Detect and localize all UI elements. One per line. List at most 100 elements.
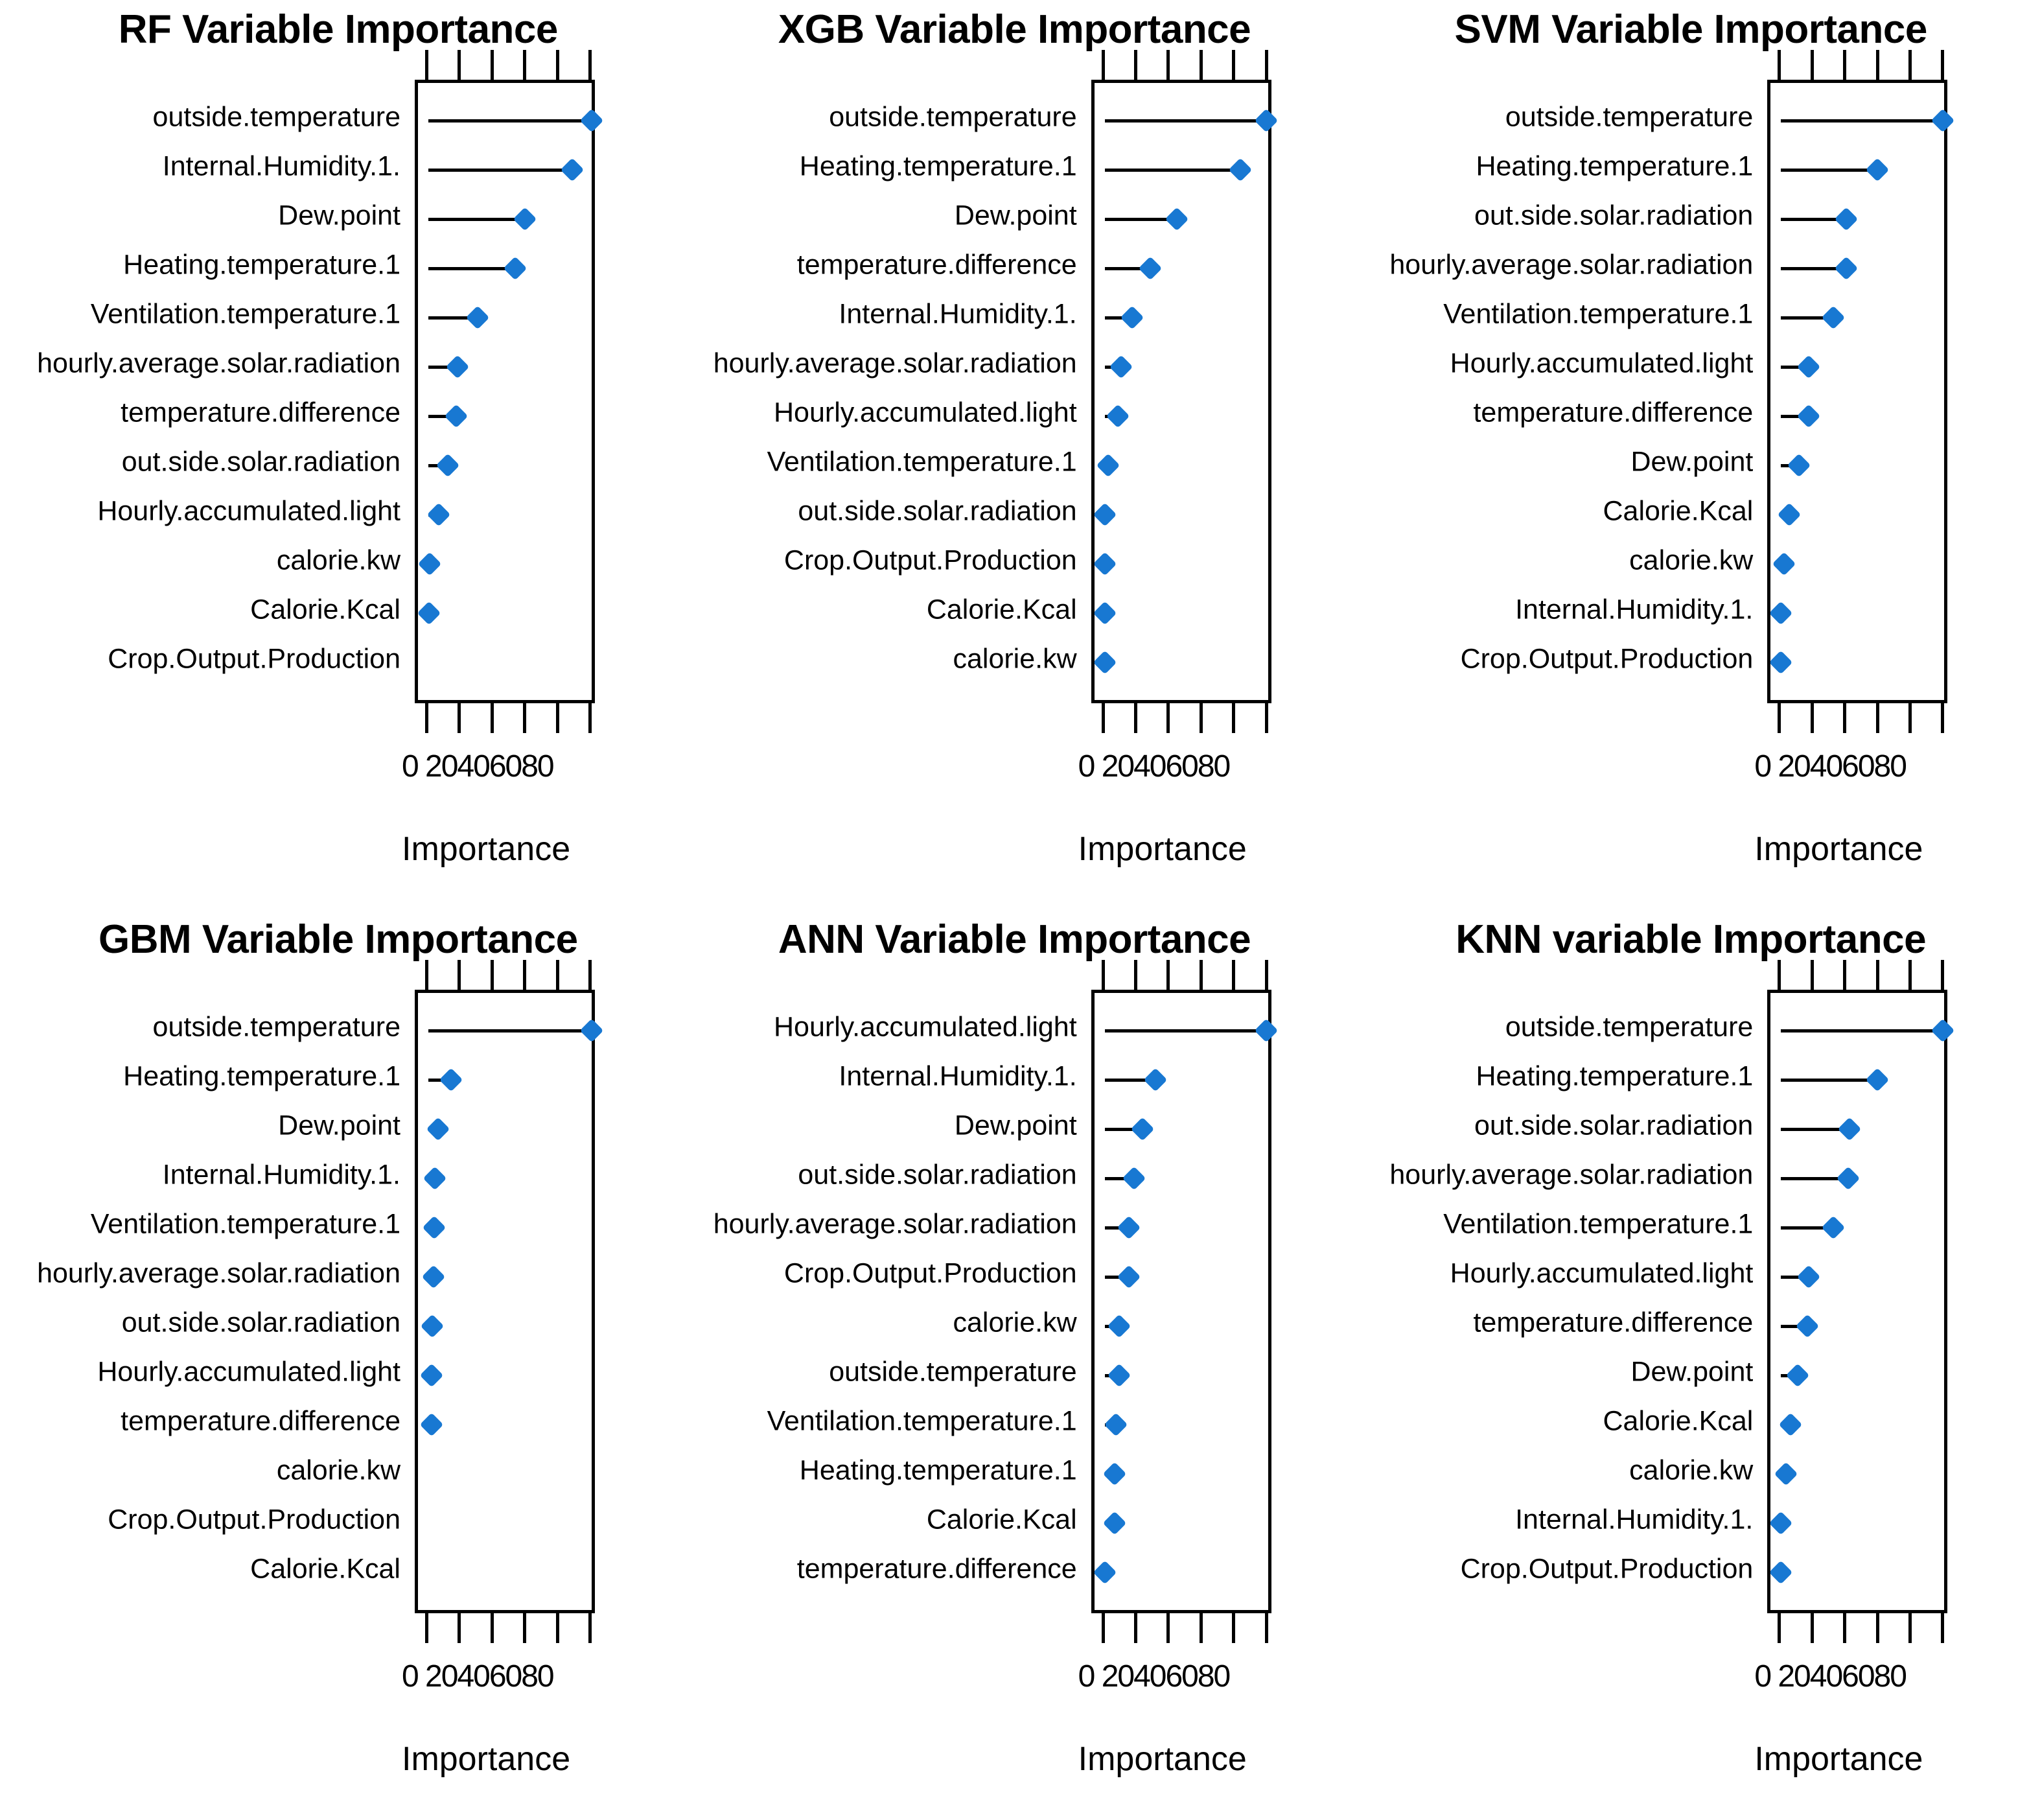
category-label: Crop.Output.Production xyxy=(1460,643,1754,675)
chart-title: SVM Variable Importance xyxy=(1454,7,1927,52)
data-point xyxy=(1102,1462,1127,1486)
data-stem xyxy=(1104,1177,1135,1180)
category-label: Calorie.Kcal xyxy=(1603,1405,1754,1437)
category-label: out.side.solar.radiation xyxy=(798,495,1077,527)
category-label: Hourly.accumulated.light xyxy=(774,1011,1077,1043)
data-point xyxy=(1093,601,1117,625)
category-label: hourly.average.solar.radiation xyxy=(37,1257,400,1289)
axis-ticks-top xyxy=(1767,960,1947,991)
category-label: Ventilation.temperature.1 xyxy=(1443,298,1754,330)
axis-tick xyxy=(555,960,559,990)
axis-ticks-top xyxy=(1767,50,1947,81)
data-stem xyxy=(1104,169,1240,172)
data-point xyxy=(1930,1018,1955,1043)
category-label: calorie.kw xyxy=(276,544,400,576)
axis-tick-labels: 0 20406080 xyxy=(1078,749,1231,784)
chart-title: XGB Variable Importance xyxy=(778,7,1251,52)
axis-tick xyxy=(1199,50,1203,80)
axis-tick xyxy=(1810,1613,1814,1643)
data-point xyxy=(1107,1314,1131,1338)
data-point xyxy=(579,1018,604,1043)
data-point xyxy=(1777,502,1802,527)
data-point xyxy=(465,305,489,330)
axis-tick xyxy=(490,960,494,990)
data-point xyxy=(1768,601,1793,625)
data-point xyxy=(579,108,604,133)
axis-tick xyxy=(1101,1613,1105,1643)
data-point xyxy=(560,158,585,182)
chart-title: KNN variable Importance xyxy=(1455,917,1927,962)
axis-tick xyxy=(1134,960,1138,990)
data-point xyxy=(1772,552,1796,576)
axis-tick xyxy=(458,50,461,80)
data-point xyxy=(1109,355,1133,379)
category-label: outside.temperature xyxy=(1505,101,1754,133)
data-stem xyxy=(1781,218,1847,221)
category-label: Ventilation.temperature.1 xyxy=(90,298,400,330)
data-point xyxy=(1093,1560,1117,1585)
axis-tick xyxy=(1843,1613,1847,1643)
x-axis-label: Importance xyxy=(1078,830,1247,868)
category-label: Calorie.Kcal xyxy=(926,1504,1077,1535)
axis-tick xyxy=(1232,1613,1236,1643)
data-stem xyxy=(1781,415,1809,418)
data-stem xyxy=(1781,1029,1943,1032)
axis-tick xyxy=(1232,960,1236,990)
axis-tick xyxy=(1941,960,1945,990)
plot-box xyxy=(1091,990,1279,1613)
axis-tick xyxy=(458,703,461,733)
data-stem xyxy=(1781,1325,1807,1328)
axis-tick xyxy=(1101,960,1105,990)
data-point xyxy=(417,601,441,625)
axis-tick xyxy=(588,1613,592,1643)
x-axis-label: Importance xyxy=(1754,1740,1923,1778)
axis-tick xyxy=(1264,50,1268,80)
axis-ticks-top xyxy=(415,50,595,81)
data-point xyxy=(417,552,442,576)
data-point xyxy=(1093,552,1117,576)
data-point xyxy=(426,1117,450,1141)
category-label: Ventilation.temperature.1 xyxy=(90,1208,400,1240)
axis-tick xyxy=(1908,50,1912,80)
data-point xyxy=(422,1215,446,1240)
data-stem xyxy=(1104,1226,1130,1230)
data-point xyxy=(1122,1166,1146,1191)
category-label: Crop.Output.Production xyxy=(1460,1553,1754,1585)
data-stem xyxy=(1781,1128,1850,1131)
data-point xyxy=(1130,1117,1154,1141)
data-stem xyxy=(1104,1029,1267,1032)
category-label: temperature.difference xyxy=(121,1405,400,1437)
data-point xyxy=(435,453,460,478)
category-label: Dew.point xyxy=(954,1110,1077,1141)
data-point xyxy=(1117,1265,1141,1289)
data-point xyxy=(444,404,469,428)
data-point xyxy=(445,355,470,379)
category-label: temperature.difference xyxy=(796,249,1077,281)
data-stem xyxy=(428,1029,592,1032)
data-stem xyxy=(1104,267,1151,270)
axis-tick xyxy=(1843,50,1847,80)
axis-tick xyxy=(1810,703,1814,733)
data-point xyxy=(1768,650,1793,675)
data-stem xyxy=(1104,1079,1155,1082)
axis-tick xyxy=(555,50,559,80)
axis-tick xyxy=(1166,50,1170,80)
axis-ticks-top xyxy=(1091,960,1271,991)
axis-tick xyxy=(1941,50,1945,80)
axis-tick xyxy=(1264,1613,1268,1643)
data-point xyxy=(1096,453,1120,478)
data-point xyxy=(1254,1018,1279,1043)
data-point xyxy=(1787,453,1811,478)
axis-tick xyxy=(425,1613,428,1643)
data-point xyxy=(1117,1215,1141,1240)
data-point xyxy=(420,1314,445,1338)
axis-tick xyxy=(523,960,527,990)
category-label: hourly.average.solar.radiation xyxy=(713,1208,1077,1240)
category-label: Calorie.Kcal xyxy=(1603,495,1754,527)
category-label: out.side.solar.radiation xyxy=(1474,200,1754,231)
